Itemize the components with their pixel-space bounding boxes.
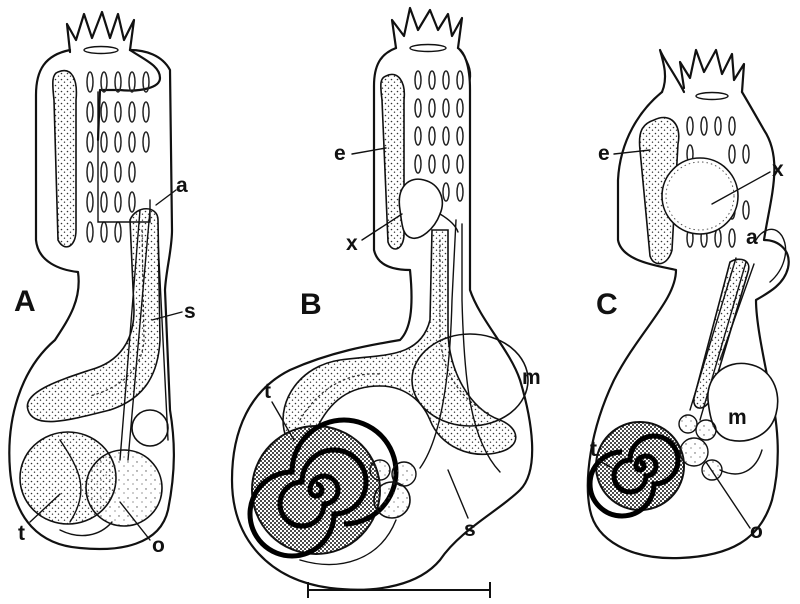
panel-a-drawing [9,12,174,549]
panel-b-leader-e [352,148,386,154]
panel-b-label-m: m [522,366,541,389]
panel-a-ovary [86,450,162,526]
panel-b-drawing [232,8,532,590]
panel-b-label-s: s [464,518,476,541]
panel-b-label-e: e [334,142,346,165]
panel-c-label-x: x [772,158,784,181]
panel-b-letter: B [300,288,322,321]
panel-b-label-x: x [346,232,358,255]
panel-b-endostyle [381,74,405,249]
panel-c-label-a: a [746,226,758,249]
panel-c-label-o: o [750,520,763,543]
panel-a-siphon-flap [98,50,160,140]
panel-a-letter: A [14,285,36,318]
panel-b-testis [252,426,380,554]
panel-b-label-t: t [264,380,271,403]
panel-a-branchial-sac [98,92,150,222]
panel-a-label-a: a [176,174,188,197]
panel-b-ovary [374,482,410,518]
panel-a-small-ovum [132,410,168,446]
panel-c-label-t: t [590,438,597,461]
panel-b-gut-loop [283,230,516,454]
panel-b-tentacle-crown [392,8,462,48]
panel-a-label-s: s [184,300,196,323]
panel-a-mouth [84,47,118,54]
panel-a-leader-a [156,190,176,205]
panel-b-leader-s [448,470,468,518]
panel-c-label-m: m [728,406,747,429]
panel-c-ovary [680,438,708,466]
panel-c-label-e: e [598,142,610,165]
panel-a-label-o: o [152,534,165,557]
panel-c-letter: C [596,288,618,321]
panel-c-stomach [708,363,778,441]
panel-c-tentacle-crown [680,50,744,92]
panel-c-atrial-siphon [756,229,786,282]
panel-c-drawing [588,50,789,558]
panel-a-endostyle [53,71,77,247]
panel-a-label-t: t [18,522,25,545]
